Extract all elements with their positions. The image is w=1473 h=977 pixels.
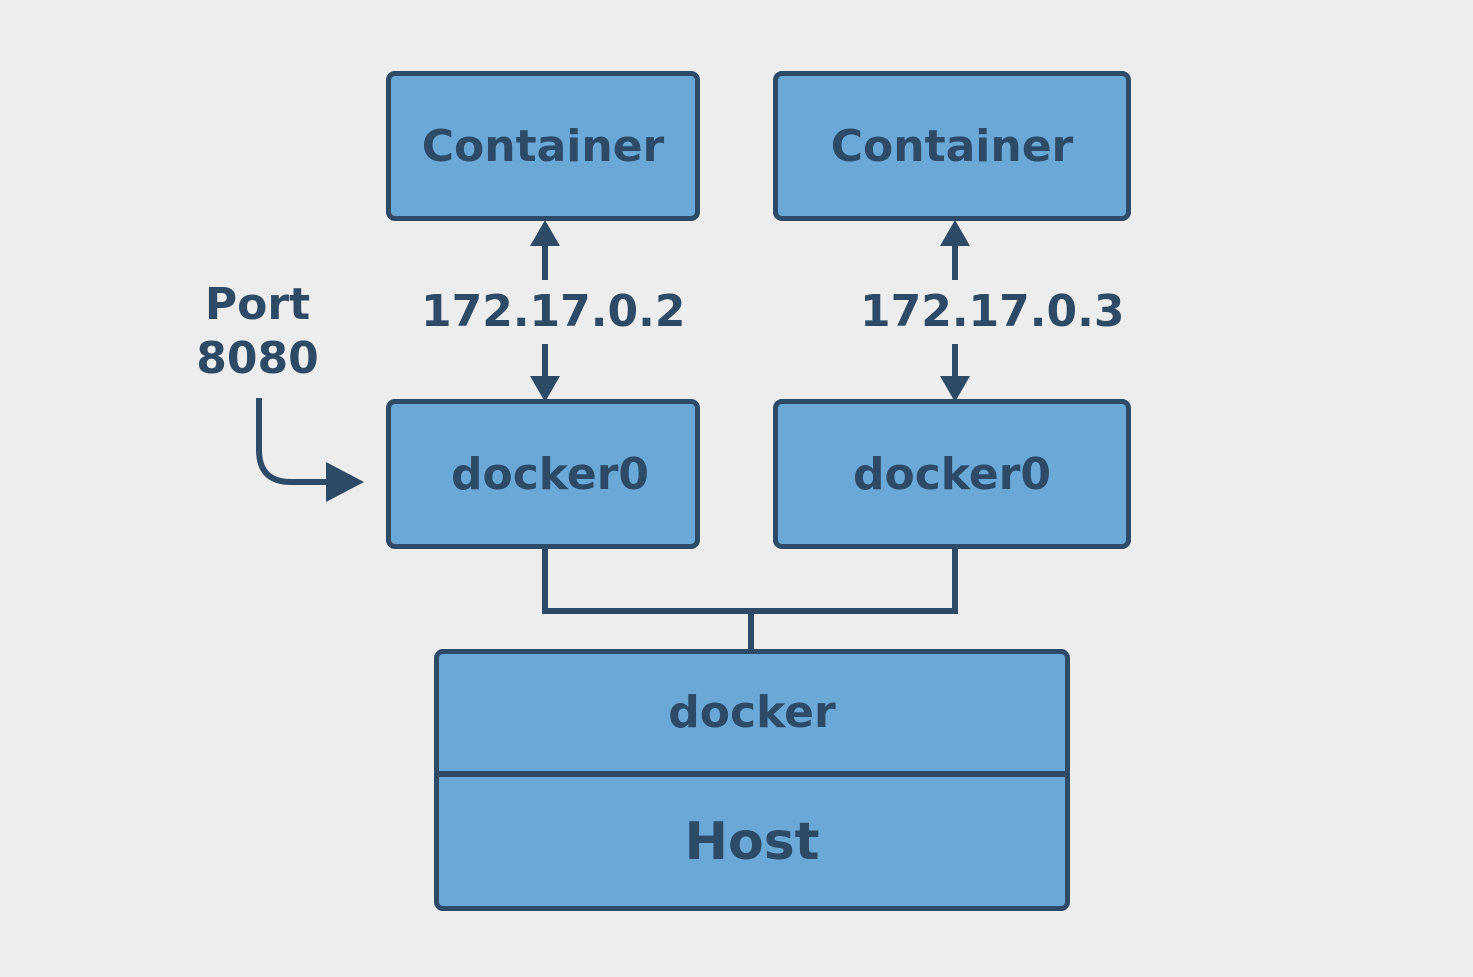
bridge-node-2: docker0 — [773, 399, 1131, 549]
ip-label-2: 172.17.0.3 — [858, 286, 1127, 337]
docker-layer-label: docker — [668, 687, 836, 738]
ip-label-1: 172.17.0.2 — [419, 286, 688, 337]
arrow-head-up-1 — [530, 220, 560, 246]
container-node-2: Container — [773, 71, 1131, 221]
port-label-line2: 8080 — [196, 333, 319, 384]
arrow-head-up-2 — [940, 220, 970, 246]
container-node-1-label: Container — [421, 120, 665, 172]
host-divider — [439, 771, 1065, 777]
port-arrow-line — [256, 398, 330, 485]
bridge-node-1-label: docker0 — [450, 448, 650, 500]
bridge-connector — [542, 548, 958, 614]
host-layer: Host — [439, 777, 1065, 906]
port-label: Port 8080 — [190, 278, 325, 386]
arrow-head-down-2 — [940, 376, 970, 402]
docker-layer: docker — [439, 654, 1065, 771]
bridge-node-2-label: docker0 — [852, 448, 1052, 500]
arrow-head-down-1 — [530, 376, 560, 402]
port-arrow-head — [326, 462, 364, 502]
container-node-1: Container — [386, 71, 700, 221]
container-node-2-label: Container — [830, 120, 1074, 172]
host-stack: docker Host — [434, 649, 1070, 911]
bridge-node-1: docker0 — [386, 399, 700, 549]
port-label-line1: Port — [204, 279, 311, 330]
host-layer-label: Host — [684, 811, 820, 872]
